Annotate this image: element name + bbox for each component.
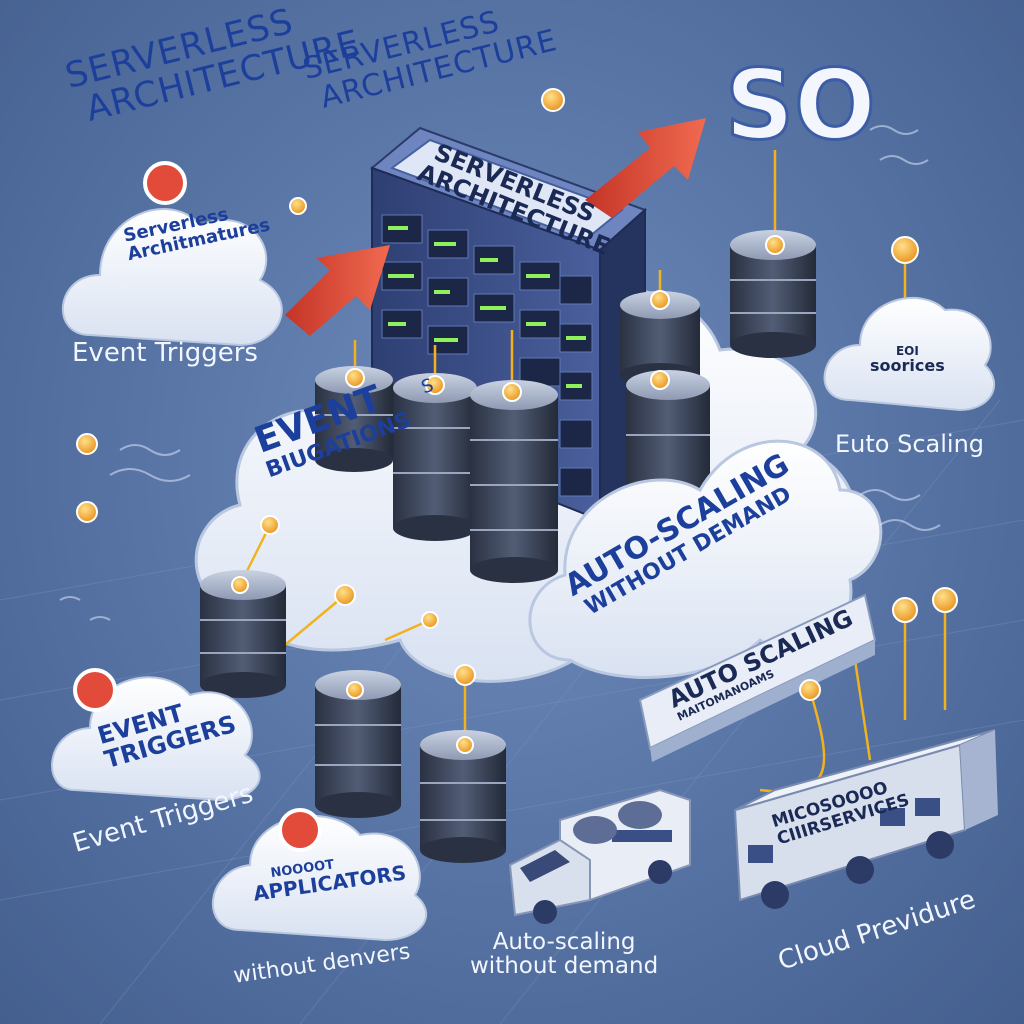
logo-text: SO (724, 49, 878, 161)
cloud-right (823, 296, 996, 412)
connection-wires (238, 150, 947, 793)
caption-top-left: Event Triggers (72, 338, 258, 368)
auto-scaling-panel (638, 593, 877, 762)
connection-nodes (76, 88, 958, 754)
decorative-marks (59, 125, 941, 621)
server-label-plate (389, 138, 625, 242)
caption-bottom-center-line1: Auto-scaling (492, 929, 636, 955)
server-leds (388, 226, 586, 388)
cloud-right-text: EOI soorices (870, 345, 945, 374)
cloud-top-left (61, 208, 283, 347)
cloud-bottom-mid (211, 814, 428, 942)
delivery-truck (508, 788, 691, 924)
caption-right: Euto Scaling (835, 430, 985, 458)
caption-bottom-center: Auto-scaling without demand (470, 930, 658, 978)
cloud-right-line1: EOI (895, 344, 919, 358)
notification-badges (73, 161, 322, 852)
microservices-bus (733, 729, 998, 909)
red-arrow-left (285, 245, 390, 336)
cloud-right-line2: soorices (870, 355, 945, 375)
caption-bottom-center-line2: without demand (470, 953, 659, 980)
cloud-auto-scaling (528, 439, 883, 679)
red-arrow-upper (585, 118, 706, 218)
